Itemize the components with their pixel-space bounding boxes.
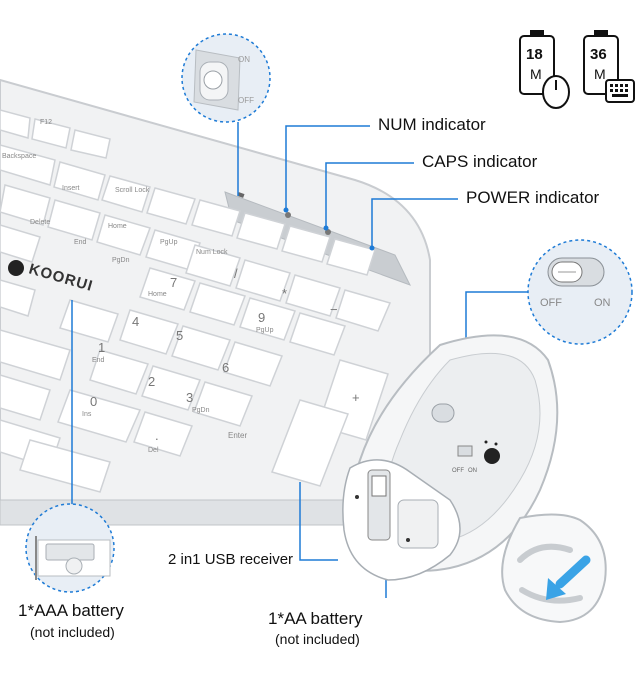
key-five: 5 [176, 328, 183, 343]
keyboard: F12 Backspace Scroll Lock Insert Home Pg… [0, 78, 431, 526]
key-zero: 0 [90, 394, 97, 409]
key-enter: Enter [228, 431, 247, 440]
caps-indicator-label: CAPS indicator [422, 152, 538, 171]
key-end: End [74, 239, 87, 246]
key-pgdn: PgDn [112, 257, 130, 264]
key-nine: 9 [258, 310, 265, 325]
mouse-battery-unit: M [530, 66, 542, 82]
key-four: 4 [132, 314, 139, 329]
key-backspace: Backspace [2, 153, 36, 160]
aaa-battery-zoom [25, 503, 115, 593]
key-minus: − [330, 302, 338, 317]
mouse-battery-value: 18 [526, 46, 543, 63]
aa-battery-slot [397, 499, 439, 549]
mouse-icon [542, 75, 570, 109]
key-three: 3 [186, 390, 193, 405]
key-star: * [282, 286, 287, 301]
key-num-lock: Num Lock [196, 249, 228, 256]
kb-switch-off-label: OFF [238, 96, 254, 105]
aaa-battery-label: 1*AAA battery [18, 601, 124, 620]
mouse-battery-life [519, 30, 570, 109]
key-three-sub: PgDn [192, 407, 210, 414]
key-delete: Delete [30, 219, 50, 226]
mouse-zoom-on-label: ON [594, 297, 611, 309]
mouse-switch-zoom: OFF ON [527, 239, 633, 345]
key-pgup: PgUp [160, 239, 178, 246]
usb-receiver-label: 2 in1 USB receiver [168, 551, 294, 568]
mouse: OFF ON [342, 334, 559, 581]
kb-switch-on-label: ON [238, 55, 250, 64]
key-one: 1 [98, 340, 105, 355]
keyboard-battery-value: 36 [590, 46, 607, 63]
num-indicator-light [285, 212, 291, 218]
battery-cover [501, 513, 607, 624]
key-f12: F12 [40, 119, 52, 126]
aa-battery-label: 1*AA battery [268, 609, 363, 628]
mouse-switch-off-label: OFF [452, 468, 464, 474]
keyboard-switch-zoom: ON OFF [181, 33, 271, 196]
mouse-switch-on-label: ON [468, 468, 477, 474]
key-home: Home [108, 223, 127, 230]
key-scroll-lock: Scroll Lock [115, 187, 150, 194]
key-dot-sub: Del [148, 447, 159, 454]
power-indicator-label: POWER indicator [466, 188, 600, 207]
aaa-note: (not included) [30, 624, 115, 640]
mouse-zoom-off-label: OFF [540, 297, 562, 309]
key-six: 6 [222, 360, 229, 375]
key-one-sub: End [92, 357, 105, 364]
caps-indicator-light [325, 229, 331, 235]
koorui-logo-icon [8, 260, 24, 276]
key-zero-sub: Ins [82, 411, 92, 418]
keyboard-battery-unit: M [594, 66, 606, 82]
key-insert: Insert [62, 185, 80, 192]
aa-note: (not included) [275, 631, 360, 647]
key-two: 2 [148, 374, 155, 389]
key-dot: . [155, 428, 159, 443]
keys-grid [0, 109, 392, 493]
key-plus: + [352, 390, 360, 405]
key-nine-sub: PgUp [256, 327, 274, 334]
keyboard-battery-life [583, 30, 635, 103]
slide-arrow-icon [555, 555, 591, 589]
key-seven-sub: Home [148, 291, 167, 298]
key-seven: 7 [170, 275, 177, 290]
num-indicator-label: NUM indicator [378, 115, 486, 134]
key-slash: / [234, 266, 238, 281]
